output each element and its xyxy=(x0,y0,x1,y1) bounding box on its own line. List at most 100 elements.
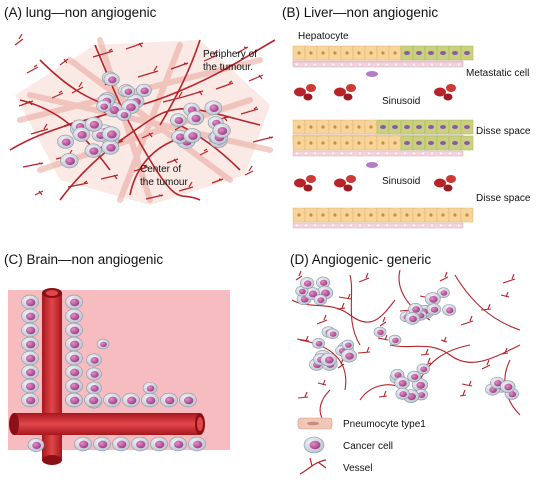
cancer-cell xyxy=(171,129,188,144)
metastatic-nucleus xyxy=(404,125,410,129)
membrane-pore xyxy=(440,224,442,227)
cancer-cell xyxy=(395,387,410,400)
label-center-line1: Center of xyxy=(140,164,181,175)
membrane-pore xyxy=(431,152,433,155)
membrane-pore xyxy=(332,63,334,66)
cancer-cell xyxy=(65,350,83,366)
lung-capillary xyxy=(137,65,159,78)
angiogenic-capillary xyxy=(461,380,473,387)
cancer-cell xyxy=(394,376,410,390)
angiogenic-capillary xyxy=(378,390,388,398)
membrane-pore xyxy=(341,224,343,227)
membrane-pore xyxy=(368,224,370,227)
blood-cell xyxy=(443,184,453,192)
blood-cell xyxy=(334,87,346,97)
membrane-pore xyxy=(395,63,397,66)
membrane-pore xyxy=(368,152,370,155)
membrane-pore xyxy=(449,152,451,155)
lung-capillary xyxy=(22,162,44,168)
membrane-pore xyxy=(305,224,307,227)
lung-vessel xyxy=(159,39,201,126)
sinusoid-row xyxy=(294,162,456,192)
angiogenic-capillary xyxy=(316,314,328,325)
angiogenic-vessel xyxy=(454,274,521,331)
lung-capillary xyxy=(71,81,84,94)
cancer-cell xyxy=(312,338,325,349)
metastatic-nucleus xyxy=(440,125,446,129)
label-sinusoid-2: Sinusoid xyxy=(382,176,420,187)
cancer-cell xyxy=(404,312,420,325)
lung-capillary xyxy=(145,194,164,200)
membrane-pore xyxy=(395,152,397,155)
hepatocyte-row xyxy=(292,119,474,135)
kupffer-cell xyxy=(366,162,378,168)
cancer-cell xyxy=(112,436,130,452)
membrane-pore xyxy=(296,224,298,227)
membrane-pore xyxy=(350,224,352,227)
membrane-pore xyxy=(386,152,388,155)
membrane-pore xyxy=(296,63,298,66)
cancer-cell xyxy=(21,364,39,380)
cancer-cell xyxy=(65,336,83,352)
lung-capillary xyxy=(252,136,274,143)
lung-capillary xyxy=(51,90,64,99)
membrane-pore xyxy=(350,63,352,66)
membrane-pore xyxy=(422,63,424,66)
lung-capillary xyxy=(59,58,69,66)
membrane-pore xyxy=(377,152,379,155)
membrane-pore xyxy=(332,152,334,155)
cancer-cell xyxy=(150,436,168,452)
metastatic-nucleus xyxy=(464,51,470,55)
cancer-cell xyxy=(316,276,331,289)
blood-cell xyxy=(434,87,446,97)
angiogenic-capillary xyxy=(459,389,467,397)
cancer-cell xyxy=(186,110,205,126)
membrane-pore xyxy=(305,152,307,155)
membrane-pore xyxy=(341,63,343,66)
membrane-pore xyxy=(440,152,442,155)
label-disse-space-2: Disse space xyxy=(476,193,531,204)
blood-cell xyxy=(446,175,456,183)
legend-cancer-cell-label: Cancer cell xyxy=(343,441,393,452)
cancer-cell xyxy=(204,100,223,116)
cancer-cell xyxy=(313,294,328,306)
membrane-pore xyxy=(332,224,334,227)
membrane-pore xyxy=(413,224,415,227)
legend-vessel-label: Vessel xyxy=(343,463,372,474)
membrane-pore xyxy=(449,224,451,227)
cancer-cell xyxy=(21,350,39,366)
membrane-pore xyxy=(368,63,370,66)
lung-capillary xyxy=(166,158,179,164)
membrane-pore xyxy=(296,152,298,155)
metastatic-nucleus xyxy=(452,125,458,129)
cancer-cell xyxy=(442,304,457,316)
angiogenic-capillary xyxy=(460,315,474,326)
lung-capillary xyxy=(14,33,24,46)
cancer-cell xyxy=(141,392,159,408)
metastatic-nucleus xyxy=(404,51,410,55)
cancer-cell xyxy=(120,85,136,98)
label-disse-space-1: Disse space xyxy=(476,126,531,137)
cancer-cell xyxy=(116,108,132,121)
membrane-pore xyxy=(431,224,433,227)
legend: Pneumocyte type1 Cancer cell Vessel xyxy=(297,417,426,475)
metastatic-nucleus xyxy=(428,141,434,145)
metastatic-nucleus xyxy=(428,51,434,55)
cancer-cell xyxy=(373,326,387,338)
cancer-cell xyxy=(65,378,83,394)
membrane-pore xyxy=(377,63,379,66)
cancer-cell xyxy=(21,294,39,310)
blood-cell xyxy=(303,93,313,101)
lung-capillary xyxy=(170,62,189,70)
cancer-cell xyxy=(416,363,430,375)
blood-cell xyxy=(446,84,456,92)
angiogenic-capillary xyxy=(439,271,449,282)
metastatic-nucleus xyxy=(440,51,446,55)
membrane-pore xyxy=(458,224,460,227)
lung-capillary xyxy=(26,64,39,74)
cancer-cell xyxy=(21,336,39,352)
membrane-pore xyxy=(386,63,388,66)
angiogenic-vessel xyxy=(319,389,331,419)
panel-a-title: (A) lung—non angiogenic xyxy=(4,5,157,20)
lung-capillary xyxy=(30,123,49,135)
